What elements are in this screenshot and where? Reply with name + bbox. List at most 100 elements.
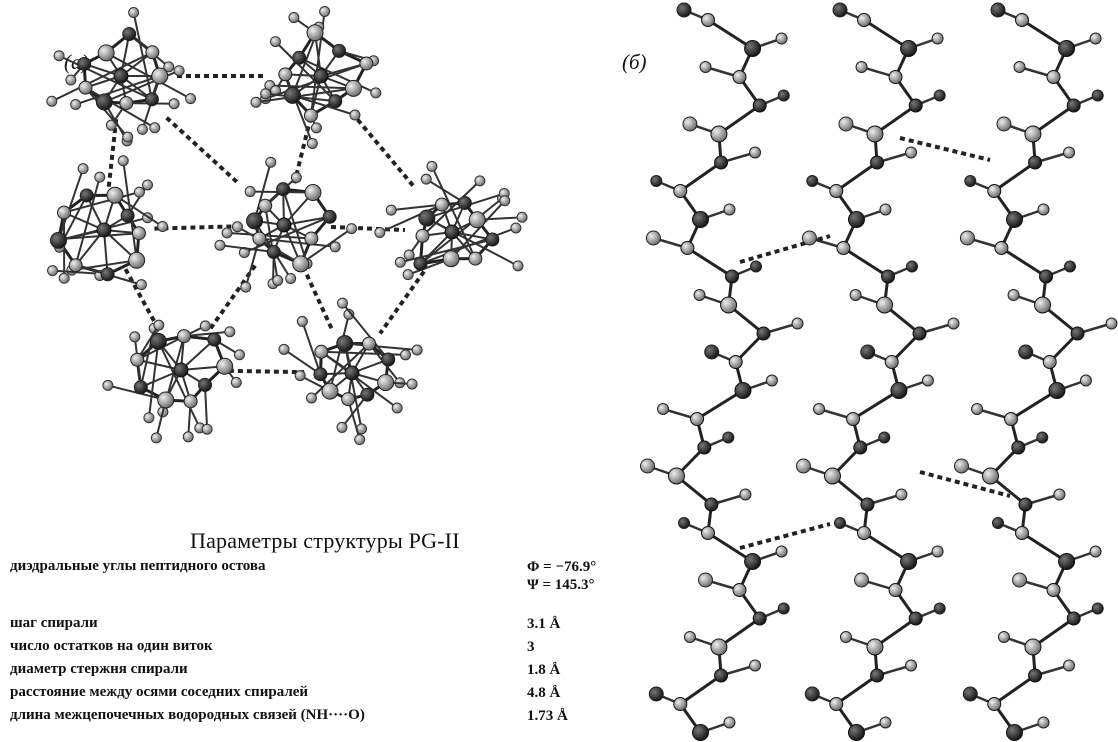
atom [285, 272, 297, 284]
bond [343, 343, 363, 430]
atom [272, 274, 284, 286]
atom [1091, 89, 1104, 102]
atom [879, 716, 892, 729]
atom [722, 431, 735, 444]
atom [1018, 497, 1033, 512]
atom [250, 96, 262, 108]
atom [173, 362, 189, 378]
bond [105, 51, 192, 100]
atom [296, 315, 308, 327]
param-value: 1.73 Å [527, 708, 568, 724]
atom [1015, 13, 1029, 27]
atom [650, 175, 663, 187]
atom [1066, 611, 1081, 626]
bond [993, 674, 1036, 706]
atom [201, 423, 213, 435]
atom [884, 355, 899, 369]
atom [133, 186, 145, 198]
atom [860, 344, 876, 360]
atom [683, 631, 696, 643]
bond [993, 161, 1036, 193]
chain-2 [795, 2, 960, 741]
atom [881, 269, 895, 284]
atom [682, 116, 698, 132]
phi-value: Φ = −76.9° [527, 559, 597, 575]
bond [707, 18, 754, 50]
atom [921, 374, 934, 387]
atom [216, 357, 234, 375]
atom [278, 67, 293, 82]
bond [74, 176, 101, 266]
bond [259, 237, 336, 248]
atom [878, 431, 891, 444]
atom [744, 40, 762, 57]
atom [870, 668, 885, 683]
interchain-hydrogen-bonds [739, 136, 1011, 550]
param-name: шаг спирали [10, 615, 98, 631]
bond [686, 246, 733, 278]
atom [699, 61, 712, 73]
bond [379, 203, 443, 234]
atom [341, 392, 356, 407]
param-name: число остатков на один виток [10, 638, 213, 654]
bond [253, 161, 272, 222]
helix-cross-section [214, 156, 358, 293]
atom [332, 43, 347, 58]
hydrogen-bond [899, 136, 991, 162]
atom [732, 70, 747, 84]
atom [673, 697, 688, 711]
atom [900, 553, 918, 570]
atom [876, 296, 894, 314]
atom [402, 269, 414, 281]
atom [168, 98, 180, 110]
bond [835, 674, 878, 706]
atom [905, 659, 918, 672]
atom [145, 45, 160, 60]
atom [47, 265, 59, 277]
atom [836, 241, 851, 255]
atom [283, 86, 301, 104]
bond [157, 340, 201, 429]
atom [933, 89, 946, 102]
parameters-table-title: Параметры структуры PG-II [190, 528, 460, 553]
atom [648, 686, 664, 702]
atom [1039, 269, 1053, 284]
atom [77, 56, 92, 71]
hydrogen-bond [301, 265, 335, 333]
atom [336, 297, 348, 309]
atom [65, 74, 77, 86]
atom [931, 545, 944, 558]
atom [987, 184, 1002, 198]
atom [857, 526, 871, 540]
atom [987, 697, 1002, 711]
atom [678, 517, 690, 529]
atom [853, 440, 868, 455]
bond [301, 321, 322, 375]
bond [1000, 246, 1047, 278]
atom [777, 89, 790, 102]
atom [701, 526, 715, 540]
atom [510, 222, 522, 234]
atom [732, 583, 747, 597]
atom [231, 221, 243, 233]
atom [777, 602, 790, 615]
atom [905, 146, 918, 159]
atom [908, 98, 923, 113]
atom [133, 380, 148, 395]
atom [947, 317, 960, 330]
atom [849, 289, 862, 301]
atom [791, 317, 804, 330]
atom [846, 412, 861, 426]
atom [136, 123, 148, 135]
hydrogen-bond [228, 368, 305, 375]
atom [749, 146, 762, 159]
atom [290, 171, 302, 183]
atom [96, 222, 112, 238]
atom [94, 171, 106, 183]
bond [180, 338, 215, 371]
atom [1012, 572, 1028, 588]
atom [97, 44, 115, 62]
atom [1089, 545, 1102, 558]
atom [906, 260, 918, 273]
hydrogen-bond [739, 234, 831, 264]
